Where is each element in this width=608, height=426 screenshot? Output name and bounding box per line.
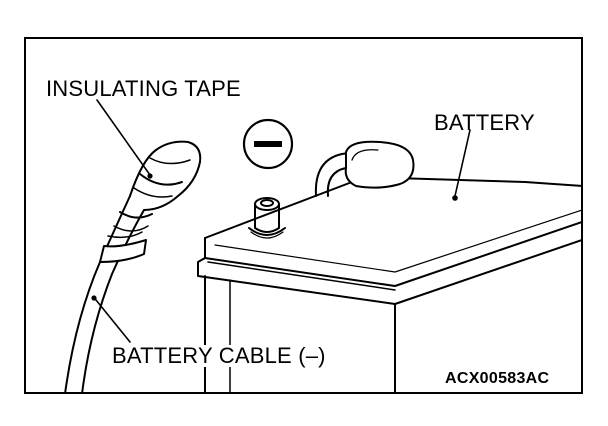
minus-symbol-icon <box>242 118 294 170</box>
figure-frame <box>24 37 583 394</box>
insulating-tape-label: INSULATING TAPE <box>46 76 241 101</box>
battery-cable <box>64 140 202 392</box>
battery <box>197 177 581 392</box>
battery-cable-label: BATTERY CABLE (–) <box>110 343 328 368</box>
leader-insulating-tape <box>96 99 151 176</box>
leader-lines <box>95 99 471 343</box>
positive-terminal-cap <box>314 140 415 197</box>
battery-label: BATTERY <box>434 110 535 135</box>
figure-code: ACX00583AC <box>445 370 550 387</box>
leader-battery-cable <box>95 299 131 343</box>
leader-battery <box>454 129 471 197</box>
negative-terminal <box>248 197 286 239</box>
